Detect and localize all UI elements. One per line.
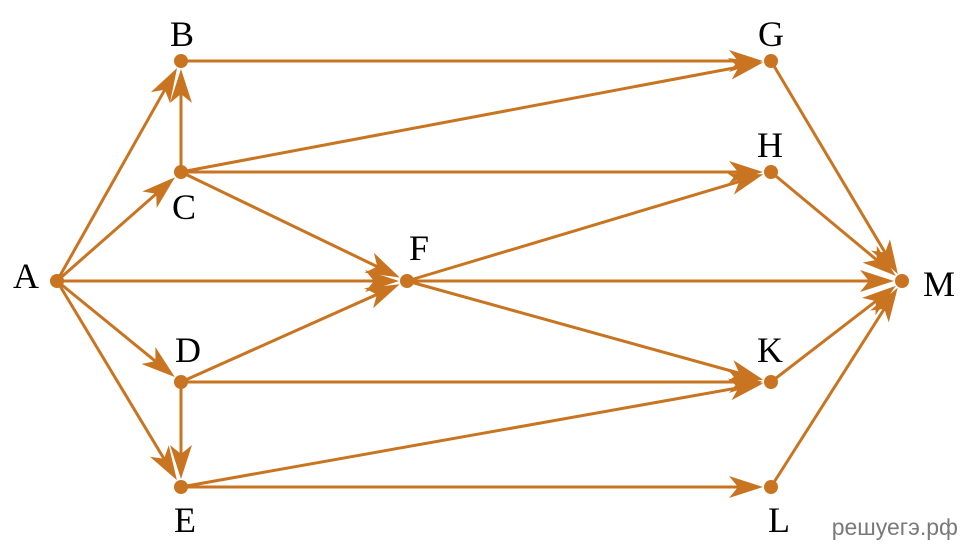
node-e — [174, 480, 188, 494]
node-label-k: K — [757, 330, 783, 370]
node-label-a: A — [13, 256, 39, 296]
node-c — [174, 165, 188, 179]
edge-a-e — [55, 280, 177, 481]
edge-h-m — [770, 170, 896, 276]
edge-f-h — [406, 173, 764, 283]
edge-f-k — [406, 279, 764, 382]
node-g — [764, 54, 778, 68]
edge-a-c — [56, 177, 175, 283]
edge-e-k — [180, 378, 764, 489]
node-l — [764, 480, 778, 494]
edge-g-m — [769, 60, 898, 275]
node-a — [50, 274, 64, 288]
watermark-text: решуегэ.рф — [832, 514, 958, 540]
edges-layer — [55, 50, 898, 498]
edge-k-m — [770, 285, 896, 384]
node-label-f: F — [409, 228, 429, 268]
node-b — [174, 54, 188, 68]
node-label-d: D — [175, 330, 201, 370]
nodes-layer: A B C D E F G H K L M — [13, 14, 955, 540]
node-m — [895, 274, 909, 288]
node-label-l: L — [768, 500, 790, 540]
node-label-b: B — [170, 14, 194, 54]
edge-c-f — [180, 170, 400, 278]
edge-a-d — [56, 279, 175, 377]
node-d — [174, 375, 188, 389]
node-label-g: G — [758, 14, 784, 54]
node-f — [400, 274, 414, 288]
node-h — [764, 165, 778, 179]
node-label-e: E — [174, 500, 196, 540]
edge-c-g — [180, 57, 764, 174]
edge-d-f — [180, 284, 400, 384]
edge-l-m — [769, 287, 898, 488]
node-label-h: H — [757, 125, 783, 165]
node-label-m: M — [923, 264, 955, 304]
node-k — [764, 375, 778, 389]
node-label-c: C — [172, 187, 196, 227]
edge-a-b — [55, 67, 178, 282]
